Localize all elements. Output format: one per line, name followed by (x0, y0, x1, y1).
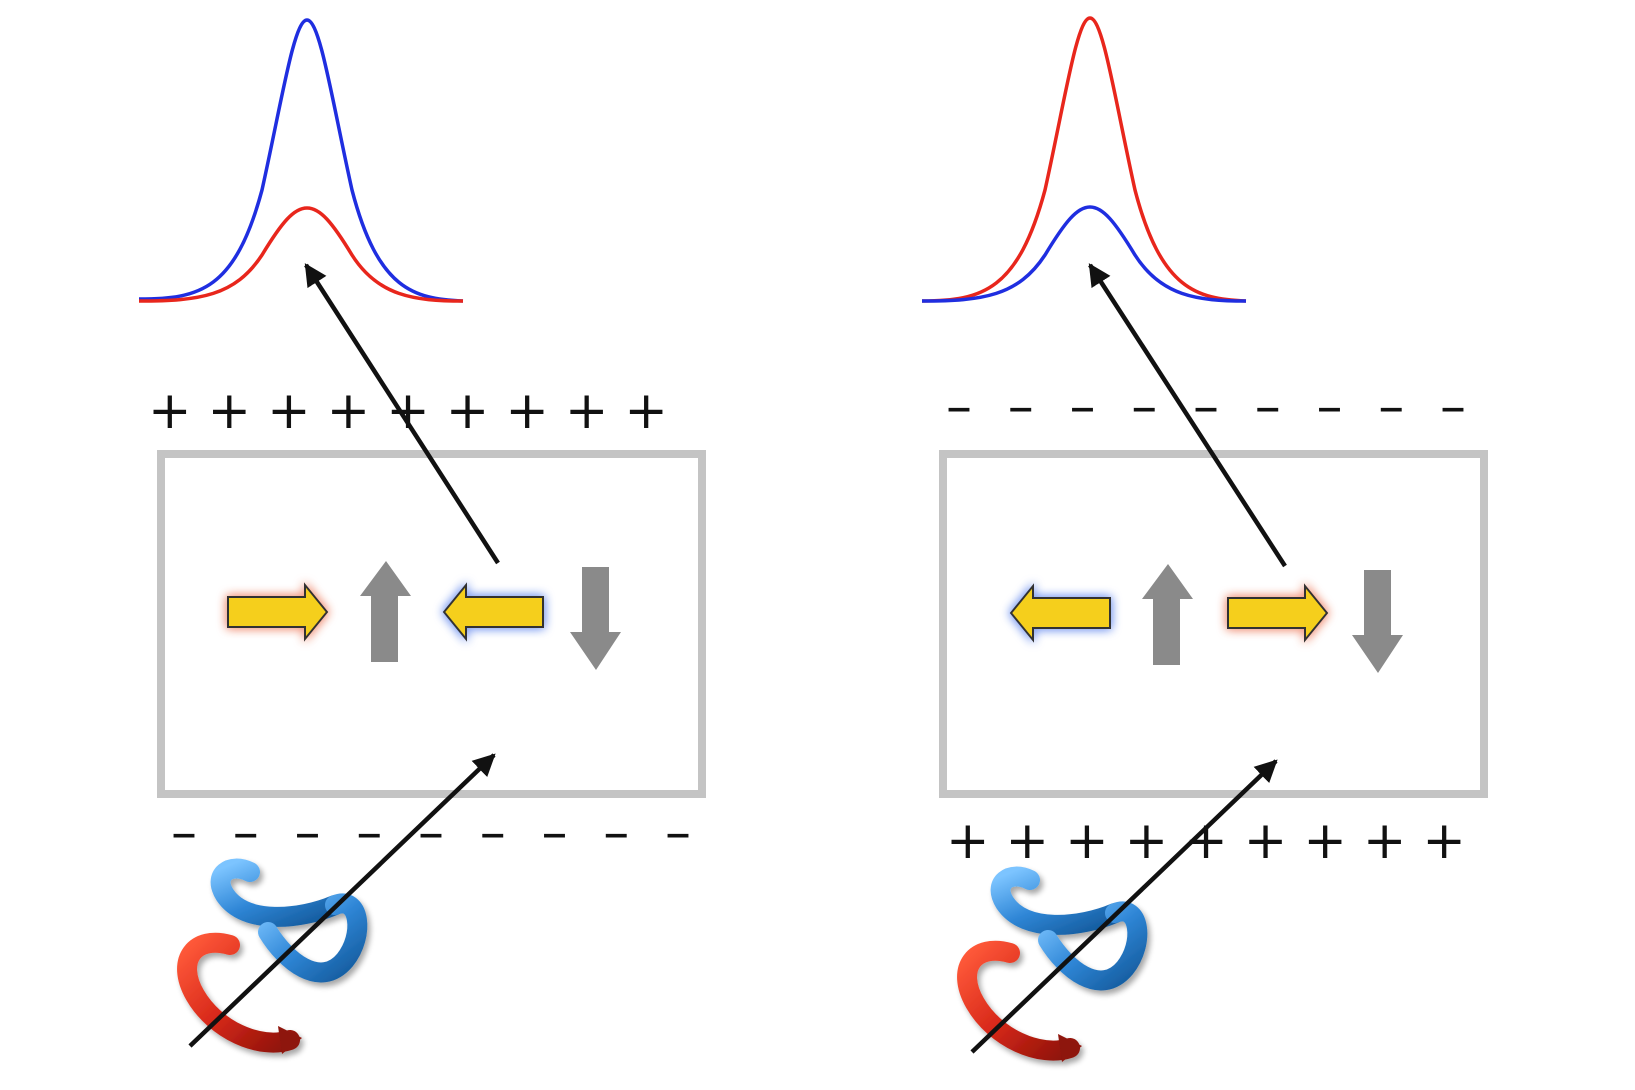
tall-peak-curve (921, 16, 1247, 303)
tall-peak-curve (138, 18, 464, 303)
moment-up-arrow (1142, 564, 1193, 665)
light-beam-arrow-icon (970, 759, 1278, 1054)
in-plane-spin-left-arrow (442, 582, 544, 642)
light-beam-arrow-icon (188, 753, 496, 1048)
spectrum-plot-left (138, 18, 464, 303)
panel-left: + + + + + + + + + – – – – – – – – – (138, 18, 706, 1054)
moment-up-arrow (360, 561, 411, 662)
in-plane-spin-right-arrow (227, 582, 329, 642)
in-plane-spin-right-arrow (1227, 583, 1329, 643)
emission-beam-arrow (304, 263, 500, 565)
bottom-charge-row: – – – – – – – – – (171, 803, 691, 863)
panel-right: – – – – – – – – – + + + + + + + + + (921, 16, 1488, 1062)
in-plane-spin-left-arrow (1009, 583, 1111, 643)
moment-down-arrow (1352, 570, 1403, 673)
short-peak-curve (921, 205, 1247, 303)
moment-down-arrow (570, 567, 621, 670)
emission-beam-arrow (1088, 263, 1287, 568)
bottom-charge-row: + + + + + + + + + (946, 811, 1466, 871)
sample-box (157, 450, 706, 798)
spectrum-plot-right (921, 16, 1247, 303)
short-peak-curve (138, 206, 464, 303)
top-charge-row: – – – – – – – – – (946, 377, 1466, 437)
top-charge-row: + + + + + + + + + (148, 381, 668, 441)
